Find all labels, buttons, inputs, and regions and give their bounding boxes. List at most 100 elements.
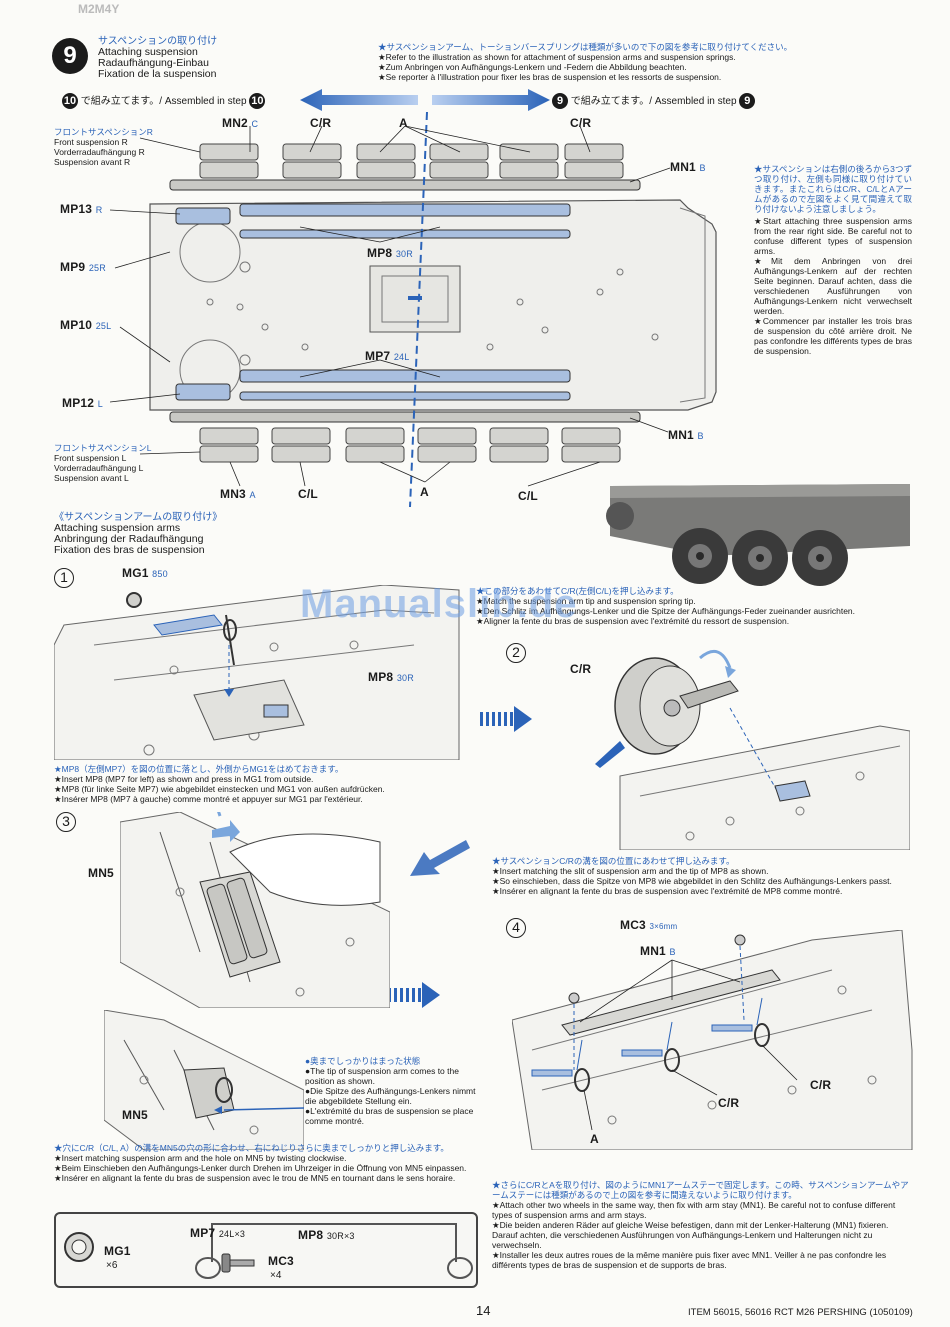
substep-3-inset-note-fr: ●L'extrémité du bras de suspension se pl…	[305, 1106, 474, 1126]
side-note-en: ★Start attaching three suspension arms f…	[754, 216, 912, 256]
label-mn2: MN2 C	[222, 116, 259, 130]
substep-1-note-fr: ★Insérer MP8 (MP7 à gauche) comme montré…	[54, 794, 363, 804]
mid-note-jp: ★サスペンションC/Rの溝を図の位置にあわせて押し込みます。	[492, 856, 735, 866]
assembly-nav-right: 9 で組み立てます。/ Assembled in step 9	[552, 92, 756, 110]
label-cl-bottom-2: C/L	[518, 489, 538, 503]
substep-1-diagram	[54, 585, 460, 760]
substep-3-mn5-label-b: MN5	[122, 1108, 148, 1122]
substep-4-note-de: ★Die beiden anderen Räder auf gleiche We…	[492, 1220, 889, 1250]
flow-arrow-down-left	[410, 840, 470, 876]
side-note-jp: ★サスペンションは右側の後ろから3つずつ取り付け、左側も同様に取り付けていきます…	[754, 164, 912, 214]
intro-note-jp: ★サスペンションアーム、トーションバースプリングは種類が多いので下の図を参考に取…	[378, 42, 793, 52]
intro-note-en: ★Refer to the illustration as shown for …	[378, 52, 736, 62]
mid-note-en: ★Insert matching the slit of suspension …	[492, 866, 769, 876]
mid-note-fr: ★Insérer en alignant la fente du bras de…	[492, 886, 843, 896]
side-note-de: ★Mit dem Anbringen von drei Aufhängungs-…	[754, 256, 912, 316]
nav-left-text: で組み立てます。/ Assembled in step	[80, 96, 247, 107]
front-suspension-r-de: Vorderradaufhängung R	[54, 147, 145, 157]
front-suspension-r-fr: Suspension avant R	[54, 157, 131, 167]
substep-4-note-fr: ★Installer les deux autres roues de la m…	[492, 1250, 887, 1270]
front-suspension-l-de: Vorderradaufhängung L	[54, 463, 144, 473]
mp7-part-label: MP7 24L×3	[190, 1226, 246, 1240]
side-note-fr: ★Commencer par installer les trois bras …	[754, 316, 912, 356]
front-suspension-l-label: フロントサスペンションL Front suspension L Vorderra…	[54, 443, 214, 483]
label-a-top: A	[399, 116, 408, 130]
substep-3-inset-note-jp: ●奥までしっかりはまった状態	[305, 1056, 421, 1066]
label-mp13: MP13 R	[60, 202, 103, 216]
substep-3-inset-diagram	[104, 1010, 304, 1150]
split-direction-arrows	[300, 89, 550, 111]
label-mp7-top: MP7 24L	[365, 349, 410, 363]
mc3-screw-icon	[221, 1253, 255, 1273]
substep-1-note-de: ★MP8 (für linke Seite MP7) wie abgebilde…	[54, 784, 385, 794]
substep-2-note-jp: ★この部分をあわせてC/R(左側C/L)を押し込みます。	[476, 586, 679, 596]
label-mn3: MN3 A	[220, 487, 256, 501]
substep-3-note-jp: ★穴にC/R（C/L, A）の溝をMN5の穴の形に合わせ、右にねじりさらに奥まで…	[54, 1143, 449, 1153]
step-title-fr: Fixation de la suspension	[98, 68, 217, 80]
substep-4-cr-label-2: C/R	[718, 1096, 740, 1110]
intro-note-fr: ★Se reporter à l'illustration pour fixer…	[378, 72, 722, 82]
nav-right-step-badge: 9	[552, 93, 568, 110]
nav-left-step-badge-2: 10	[249, 93, 266, 110]
flow-arrow-right-1	[480, 706, 532, 732]
corner-label: M2M4Y	[78, 2, 120, 16]
front-suspension-r-en: Front suspension R	[54, 137, 128, 147]
substep-4-note-en: ★Attach other two wheels in the same way…	[492, 1200, 896, 1220]
step-title-block: サスペンションの取り付け Attaching suspension Radauf…	[98, 36, 298, 80]
subsection-title-de: Anbringung der Radaufhängung	[54, 533, 204, 545]
mc3-part-qty: ×4	[270, 1270, 282, 1281]
label-mn1-top: MN1 B	[670, 160, 706, 174]
substep-4-mn1-label: MN1 B	[640, 944, 676, 958]
label-cl-bottom: C/L	[298, 487, 318, 501]
step-title-de: Radaufhängung-Einbau	[98, 57, 209, 69]
side-note: ★サスペンションは右側の後ろから3つずつ取り付け、左側も同様に取り付けていきます…	[754, 164, 912, 356]
front-suspension-r-label: フロントサスペンションR Front suspension R Vorderra…	[54, 127, 214, 167]
substep-3-number: 3	[56, 812, 76, 832]
mid-note-de: ★So einschieben, dass die Spitze von MP8…	[492, 876, 892, 886]
substep-1-mp8-label: MP8 30R	[368, 670, 414, 684]
nav-right-text: で組み立てます。/ Assembled in step	[570, 96, 737, 107]
step-number-badge: 9	[52, 38, 88, 74]
nav-right-step-badge-2: 9	[739, 93, 756, 110]
step-title-en: Attaching suspension	[98, 46, 198, 58]
substep-4-diagram	[512, 930, 913, 1150]
mc3-part-label: MC3	[268, 1254, 294, 1268]
substep-2-notes: ★この部分をあわせてC/R(左側C/L)を押し込みます。 ★Match the …	[476, 586, 916, 626]
mg1-part-label: MG1	[104, 1244, 131, 1258]
substep-1-note-jp: ★MP8（左側MP7）を図の位置に落とし、外側からMG1をはめておきます。	[54, 764, 344, 774]
substep-4-note-jp: ★さらにC/RとAを取り付け、図のようにMN1アームステーで固定します。この時、…	[492, 1180, 909, 1200]
intro-note-de: ★Zum Anbringen von Aufhängungs-Lenkern u…	[378, 62, 687, 72]
label-cr-top: C/R	[310, 116, 332, 130]
substep-4-number: 4	[506, 918, 526, 938]
intro-notes: ★サスペンションアーム、トーションバースプリングは種類が多いので下の図を参考に取…	[378, 42, 828, 82]
subsection-title-en: Attaching suspension arms	[54, 522, 181, 534]
label-mp12: MP12 L	[62, 396, 103, 410]
label-mp9: MP9 25R	[60, 260, 106, 274]
mp7-mp8-part-icon	[195, 1223, 473, 1279]
page-number: 14	[476, 1303, 491, 1318]
substep-1-number: 1	[54, 568, 74, 588]
substep-3-inset-notes: ●奥までしっかりはまった状態 ●The tip of suspension ar…	[305, 1056, 477, 1126]
substep-3-note-de: ★Beim Einschieben den Aufhängungs-Lenker…	[54, 1163, 467, 1173]
item-footer: ITEM 56015, 56016 RCT M26 PERSHING (1050…	[688, 1307, 913, 1318]
substep-1-mg1-label: MG1 850	[122, 566, 168, 580]
substep-4-mc3-label: MC3 3×6mm	[620, 918, 678, 932]
step-title-jp: サスペンションの取り付け	[98, 36, 218, 47]
substep-2-note-de: ★Den Schlitz im Aufhängungs-Lenker und d…	[476, 606, 856, 616]
assembly-nav-left: 10 で組み立てます。/ Assembled in step 10	[62, 92, 266, 110]
label-mp10: MP10 25L	[60, 318, 112, 332]
mp8-part-label: MP8 30R×3	[298, 1228, 355, 1242]
mg1-part-icon	[64, 1232, 94, 1262]
nav-left-step-badge: 10	[62, 93, 78, 110]
substep-4-notes: ★さらにC/RとAを取り付け、図のようにMN1アームステーで固定します。この時、…	[492, 1180, 912, 1270]
substep-2-cr-label: C/R	[570, 662, 592, 676]
substep-3-notes: ★穴にC/R（C/L, A）の溝をMN5の穴の形に合わせ、右にねじりさらに奥まで…	[54, 1143, 474, 1183]
label-a-bottom: A	[420, 485, 429, 499]
substep-3-note-en: ★Insert matching suspension arm and the …	[54, 1153, 347, 1163]
substep-4-a-label: A	[590, 1132, 599, 1146]
flow-arrow-right-2	[388, 982, 440, 1008]
substep-2-note-fr: ★Aligner la fente du bras de suspension …	[476, 616, 790, 626]
substep-3-diagram	[120, 812, 390, 1008]
subsection-title-fr: Fixation des bras de suspension	[54, 544, 205, 556]
mid-notes: ★サスペンションC/Rの溝を図の位置にあわせて押し込みます。 ★Insert m…	[492, 856, 922, 896]
